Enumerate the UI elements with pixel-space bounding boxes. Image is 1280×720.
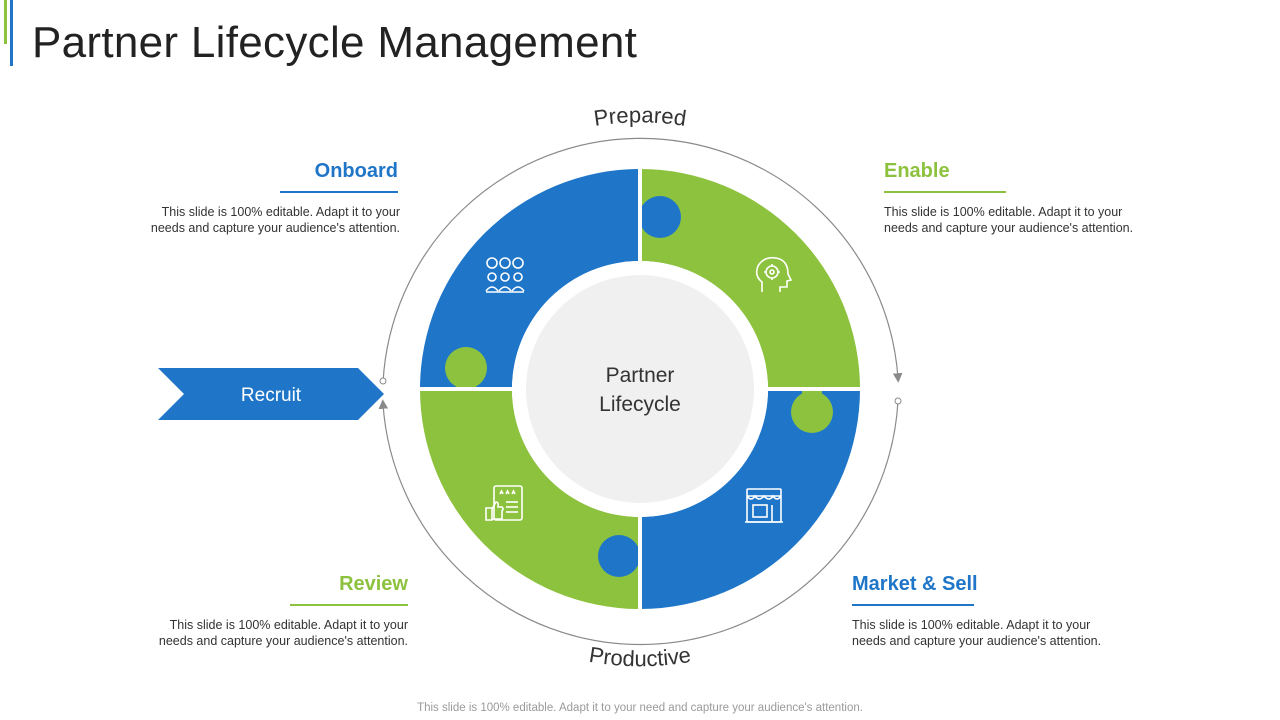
rating-document-icon [485, 485, 523, 521]
stage-onboard-rule [280, 191, 398, 193]
stage-market-line2: needs and capture your audience's attent… [852, 634, 1102, 648]
recruit-arrow[interactable] [158, 368, 384, 420]
stage-review-title: Review [339, 573, 408, 595]
page-title: Partner Lifecycle Management [32, 18, 638, 67]
stage-market-title: Market & Sell [852, 573, 978, 595]
center-label-line2: Lifecycle [599, 393, 681, 416]
recruit-label: Recruit [241, 385, 302, 406]
ring-node-right [894, 397, 902, 405]
stage-onboard-line1: This slide is 100% editable. Adapt it to… [161, 205, 400, 219]
puzzle-knob-bottom-neck [632, 546, 642, 566]
stage-enable-line1: This slide is 100% editable. Adapt it to… [884, 205, 1123, 219]
outer-ring-bottom [378, 399, 899, 646]
stage-market-rule [852, 604, 974, 606]
head-gears-icon [755, 256, 793, 292]
center-label-line1: Partner [606, 364, 675, 387]
arc-label-productive: Productive [587, 642, 692, 671]
title-accent-bar [10, 0, 13, 66]
ring-node-left [379, 377, 387, 385]
stage-onboard: Onboard This slide is 100% editable. Ada… [120, 160, 400, 236]
puzzle-piece-review[interactable] [420, 389, 640, 609]
footer-note: This slide is 100% editable. Adapt it to… [417, 702, 863, 714]
puzzle-piece-onboard[interactable] [420, 169, 640, 389]
stage-review-line2: needs and capture your audience's attent… [158, 634, 408, 648]
title-accent-bar-green [4, 0, 7, 44]
puzzle-knob-left [445, 347, 487, 389]
puzzle-knob-top [639, 196, 681, 238]
puzzle-knob-right [791, 391, 833, 433]
storefront-icon [745, 488, 783, 523]
outer-ring-top [382, 137, 903, 384]
stage-enable-line2: needs and capture your audience's attent… [884, 221, 1134, 235]
arc-label-prepared: Prepared [592, 102, 688, 131]
stage-enable-title: Enable [884, 160, 950, 182]
team-network-icon [485, 257, 525, 293]
stage-market-line1: This slide is 100% editable. Adapt it to… [852, 618, 1091, 632]
stage-review: Review This slide is 100% editable. Adap… [128, 573, 408, 649]
stage-enable-rule [884, 191, 1006, 193]
stage-onboard-title: Onboard [314, 160, 398, 182]
stage-review-rule [290, 604, 408, 606]
stage-review-line1: This slide is 100% editable. Adapt it to… [169, 618, 408, 632]
puzzle-knob-bottom [598, 535, 640, 577]
center-circle [526, 275, 754, 503]
stage-market: Market & Sell This slide is 100% editabl… [852, 573, 1152, 649]
puzzle-knob-right-neck [802, 387, 822, 397]
stage-onboard-line2: needs and capture your audience's attent… [150, 221, 400, 235]
puzzle-knob-top-neck [638, 207, 648, 227]
stage-enable: Enable This slide is 100% editable. Adap… [884, 160, 1184, 236]
puzzle-piece-enable[interactable] [640, 169, 860, 389]
